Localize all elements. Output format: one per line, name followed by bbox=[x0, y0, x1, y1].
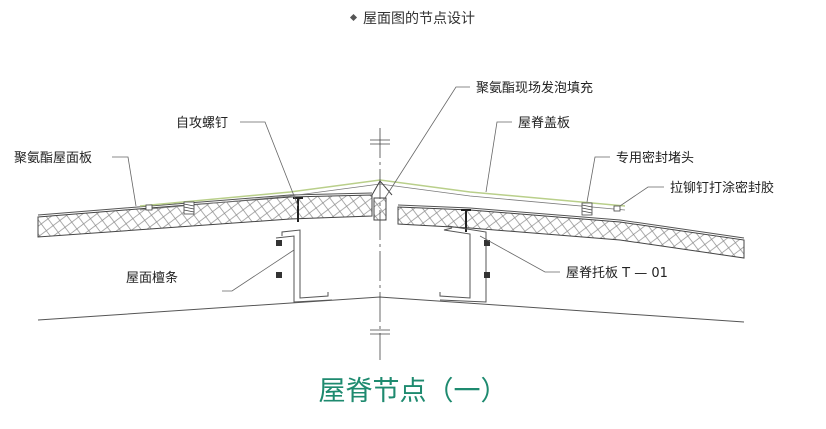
rivet-left bbox=[145, 204, 153, 211]
label-ridge-cap: 屋脊盖板 bbox=[518, 116, 570, 131]
label-self-tapping-screw: 自攻螺钉 bbox=[176, 116, 228, 131]
header-title-text: 屋面图的节点设计 bbox=[363, 10, 475, 26]
sealing-plug-left bbox=[183, 201, 195, 215]
ridge-centerline bbox=[370, 128, 390, 360]
diagram-caption: 屋脊节点（一） bbox=[319, 376, 508, 407]
label-sealing-plug: 专用密封堵头 bbox=[616, 150, 694, 166]
label-roof-purlin: 屋面檀条 bbox=[126, 270, 178, 286]
leader-lines bbox=[112, 86, 664, 292]
right-roof-panel bbox=[397, 204, 745, 259]
sealing-plug-right bbox=[581, 202, 593, 216]
label-rivet-sealant: 拉铆钉打涂密封胶 bbox=[670, 180, 774, 196]
label-ridge-bracket: 屋脊托板 T — 01 bbox=[566, 266, 668, 281]
header-title: 屋面图的节点设计 bbox=[0, 8, 826, 28]
right-purlin bbox=[439, 225, 490, 303]
label-foam-fill: 聚氨酯现场发泡填充 bbox=[476, 80, 593, 96]
self-tapping-screw-right bbox=[461, 209, 471, 232]
left-purlin bbox=[275, 229, 333, 303]
rivet-right bbox=[613, 205, 621, 212]
roof-beam-line bbox=[37, 296, 745, 323]
label-pu-roof-panel: 聚氨酯屋面板 bbox=[14, 151, 92, 166]
